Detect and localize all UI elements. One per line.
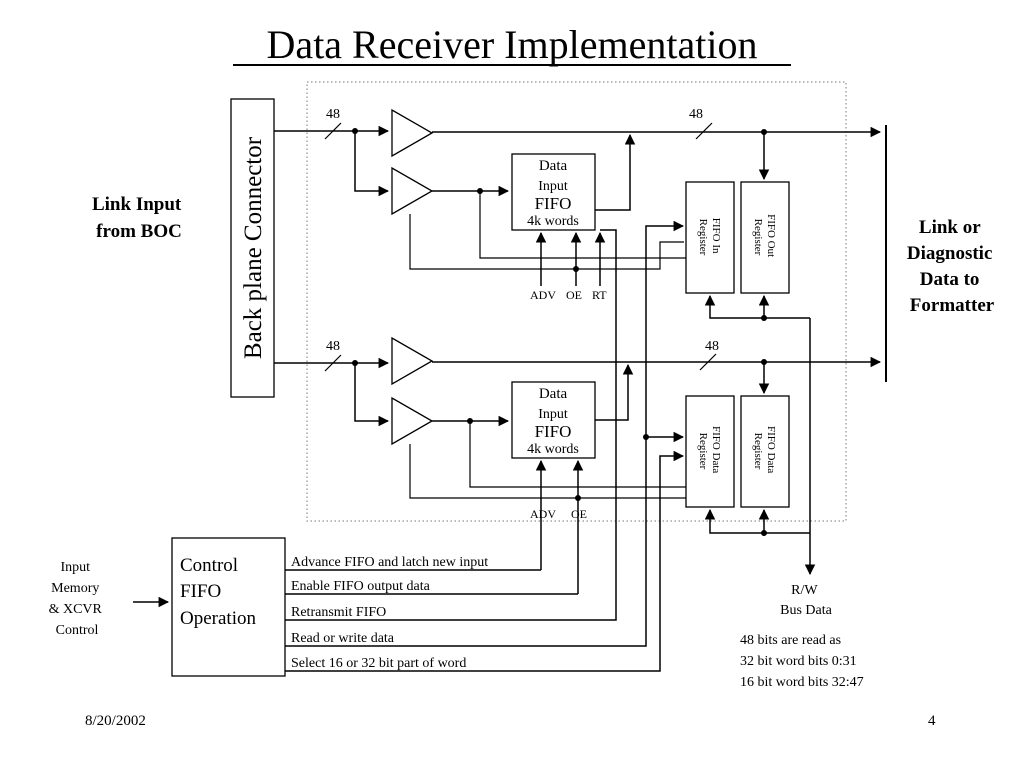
fifo-bottom-output: [595, 363, 634, 421]
receiver-enclosure: [306, 81, 847, 522]
fifo-top-line1: Data: [539, 158, 568, 174]
top-out-tick: [695, 122, 713, 140]
fifo-bottom-line3: FIFO: [535, 422, 572, 441]
top-in-width: 48: [326, 107, 340, 122]
footer-page-number: 4: [928, 713, 936, 729]
top-fifo-in-feed: [645, 220, 685, 437]
control-label-retransmit: Retransmit FIFO: [291, 605, 386, 620]
top-bus-tick: [324, 122, 342, 140]
top-enable-line-b: [409, 214, 684, 270]
register-fifo-in-label: FIFO In Register: [697, 218, 722, 257]
control-line-select: [285, 450, 685, 672]
bottom-enable-line-a: [469, 421, 686, 488]
register-fifo-data-right-label: FIFO Data Register: [752, 426, 777, 476]
register-fifo-data-right: [740, 395, 790, 508]
control-label-rw: Read or write data: [291, 631, 395, 646]
fifo-top: [511, 153, 596, 231]
backplane-connector-label: Back plane Connector: [240, 136, 267, 359]
bottom-signal-labels: ADV OE: [530, 507, 587, 521]
bottom-branch-to-lower-buffer: [354, 363, 390, 427]
fifo-bottom-line2: Input: [538, 407, 568, 422]
footer-date: 8/20/2002: [85, 713, 146, 729]
control-fifo-label: Control FIFO Operation: [180, 555, 256, 629]
register-fifo-in: [685, 181, 735, 294]
control-label-select: Select 16 or 32 bit part of word: [291, 656, 466, 671]
bottom-oe-junction: [575, 495, 581, 501]
register-fifo-data-left-label: FIFO Data Register: [697, 426, 722, 476]
top-reg-bus-left: [704, 294, 764, 319]
fifo-top-output: [595, 133, 636, 211]
bottom-in-width: 48: [326, 339, 340, 354]
control-line-retransmit: [285, 229, 617, 621]
control-fifo-box: [171, 537, 286, 677]
top-buffer-upper: [391, 108, 434, 158]
top-oe-junction: [573, 266, 579, 272]
register-fifo-out: [740, 181, 790, 294]
register-fifo-data-left: [685, 395, 735, 508]
rw-bus-label: R/W Bus Data: [780, 583, 833, 618]
bit-notes: 48 bits are read as 32 bit word bits 0:3…: [740, 633, 864, 690]
fifo-top-line3: FIFO: [535, 194, 572, 213]
control-label-enable: Enable FIFO output data: [291, 579, 431, 594]
rw-junction: [643, 434, 649, 440]
slide-title: Data Receiver Implementation: [267, 22, 758, 67]
control-label-advance: Advance FIFO and latch new input: [291, 555, 488, 570]
register-fifo-out-label: FIFO Out Register: [752, 214, 777, 260]
bottom-reg-bus-left: [704, 508, 764, 534]
bottom-enable-line-b: [409, 444, 686, 499]
top-out-width: 48: [689, 107, 703, 122]
fifo-top-line4: 4k words: [527, 214, 579, 229]
backplane-connector: [230, 98, 275, 398]
bottom-out-width: 48: [705, 339, 719, 354]
fifo-top-line2: Input: [538, 179, 568, 194]
link-input-label: Link Input from BOC: [92, 194, 186, 242]
formatter-label: Link or Diagnostic Data to Formatter: [907, 217, 997, 316]
top-buffer-lower: [391, 166, 434, 216]
input-memory-label: Input Memory & XCVR Control: [49, 560, 106, 638]
top-enable-line-a: [479, 191, 686, 259]
bottom-out-tick: [699, 353, 717, 371]
fifo-bottom-line4: 4k words: [527, 442, 579, 457]
top-signal-labels: ADV OE RT: [530, 288, 607, 302]
bottom-buffer-upper: [391, 336, 434, 386]
fifo-bottom-line1: Data: [539, 386, 568, 402]
bottom-buffer-lower: [391, 396, 434, 446]
top-branch-to-lower-buffer: [354, 131, 390, 197]
control-line-rw: [285, 431, 685, 647]
bottom-bus-tick: [324, 354, 342, 372]
